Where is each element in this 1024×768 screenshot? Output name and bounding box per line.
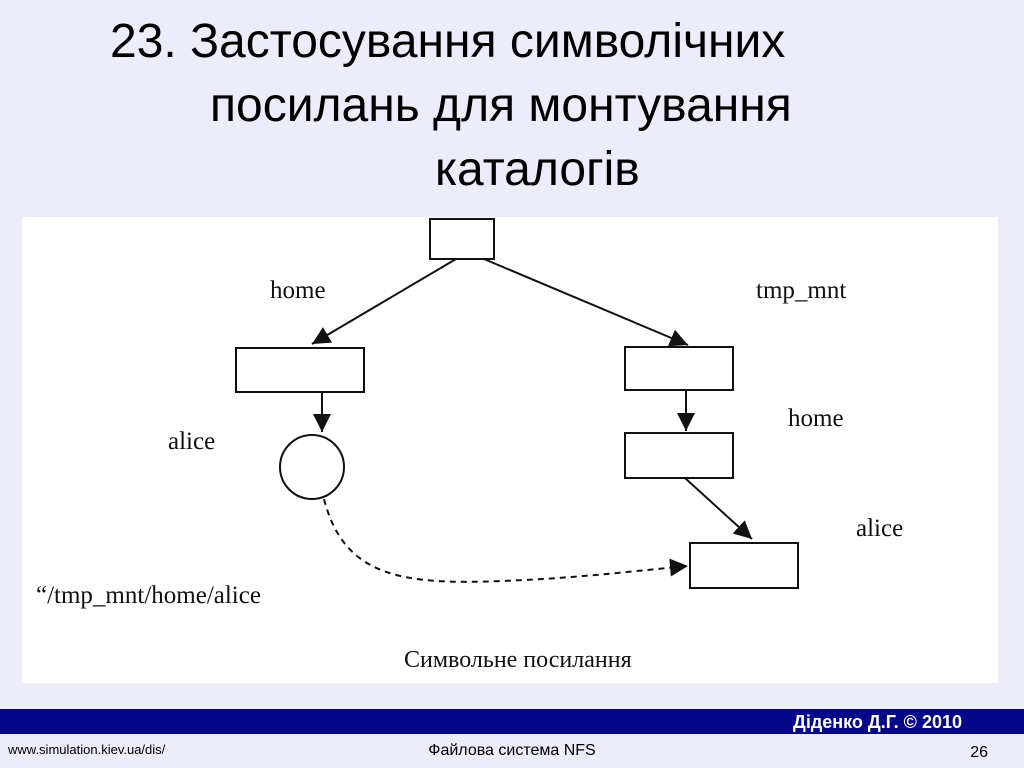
label-alice-right: alice (856, 515, 903, 542)
author-credit: Діденко Д.Г. © 2010 (793, 712, 962, 732)
mounted-alice-directory-node (689, 542, 799, 589)
label-alice-left: alice (168, 428, 215, 455)
alice-symlink-node (279, 434, 345, 500)
label-home-right: home (788, 405, 844, 432)
tmp-mnt-directory-node (624, 346, 734, 391)
home-directory-node (235, 347, 365, 393)
diagram-canvas: home tmp_mnt alice home alice “/tmp_mnt/… (36, 218, 903, 673)
slide-title-line-1: 23. Застосування символічних (110, 15, 786, 68)
footer-bar: Діденко Д.Г. © 2010 (0, 709, 1024, 734)
edge-root-to-tmp-mnt (483, 258, 689, 347)
symlink-diagram: home tmp_mnt alice home alice “/tmp_mnt/… (22, 217, 998, 683)
edge-root-to-home (311, 258, 457, 345)
page-number: 26 (970, 744, 988, 761)
footer-url-link[interactable]: www.simulation.kiev.ua/dis/ (8, 742, 166, 757)
label-home-left: home (270, 277, 326, 304)
slide-title-line-2: посилань для монтування (210, 79, 792, 132)
label-link-path: “/tmp_mnt/home/alice (36, 582, 261, 609)
footer-topic: Файлова система NFS (428, 742, 596, 759)
root-directory-node (429, 218, 495, 260)
slide-title: 23. Застосування символічних посилань дл… (60, 10, 960, 202)
label-tmp-mnt: tmp_mnt (756, 277, 846, 304)
diagram-caption: Символьне посилання (404, 647, 632, 673)
symbolic-link-dashed-arrow (323, 498, 689, 583)
mounted-home-directory-node (624, 432, 734, 479)
slide-title-line-3: каталогів (435, 143, 640, 196)
edge-mounted-home-to-alice (684, 477, 753, 540)
